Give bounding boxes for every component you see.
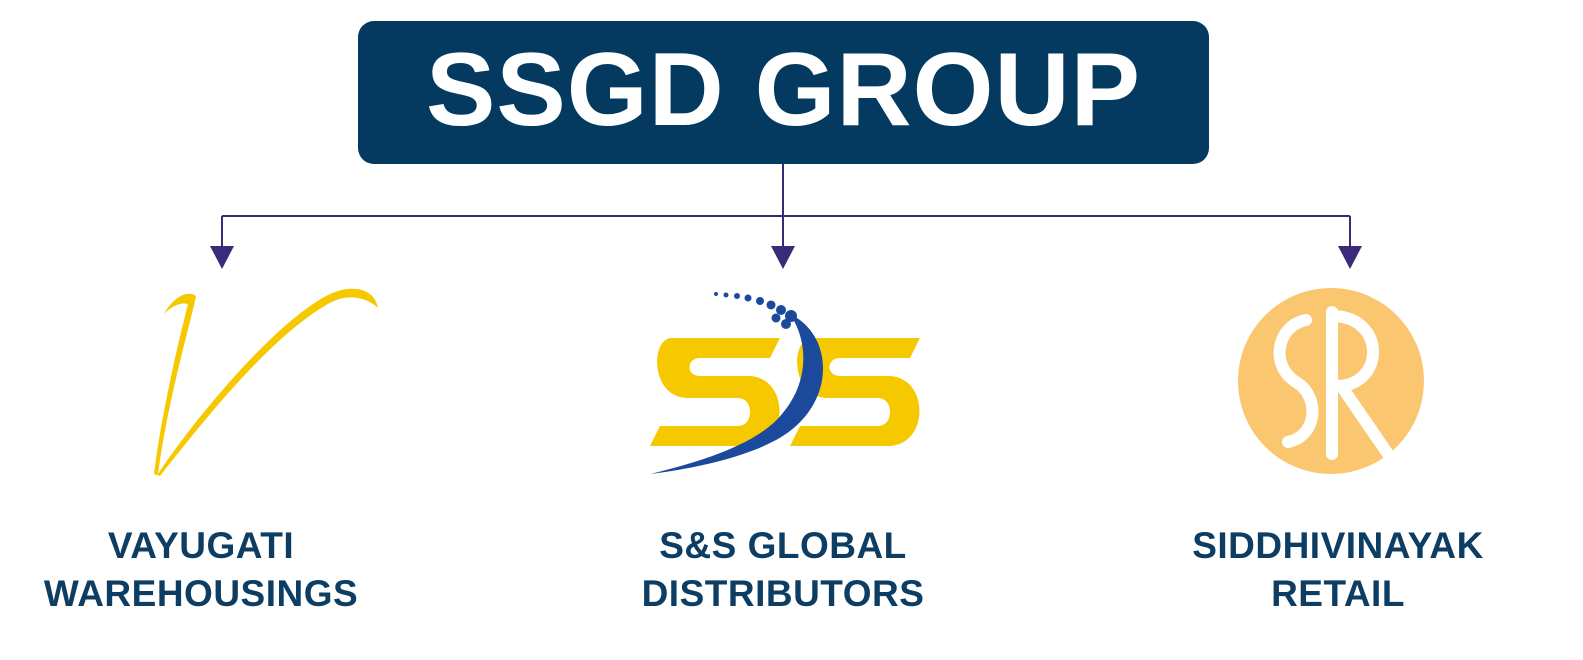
arrow-down-icon <box>771 246 795 269</box>
v-swoosh-logo-icon <box>154 288 378 476</box>
company-label-ss-global: S&S GLOBAL DISTRIBUTORS <box>641 525 925 614</box>
company-label-vayugati: VAYUGATI WAREHOUSINGS <box>43 525 359 614</box>
sr-ganesha-logo-icon <box>1238 288 1424 474</box>
group-title: SSGD GROUP <box>426 31 1141 148</box>
arrow-down-icon <box>210 246 234 269</box>
group-title-box: SSGD GROUP <box>358 21 1209 164</box>
company-label-siddhivinayak: SIDDHIVINAYAK RETAIL <box>1192 525 1484 614</box>
arrow-down-icon <box>1338 246 1362 269</box>
ss-swoosh-logo-icon <box>650 292 920 474</box>
